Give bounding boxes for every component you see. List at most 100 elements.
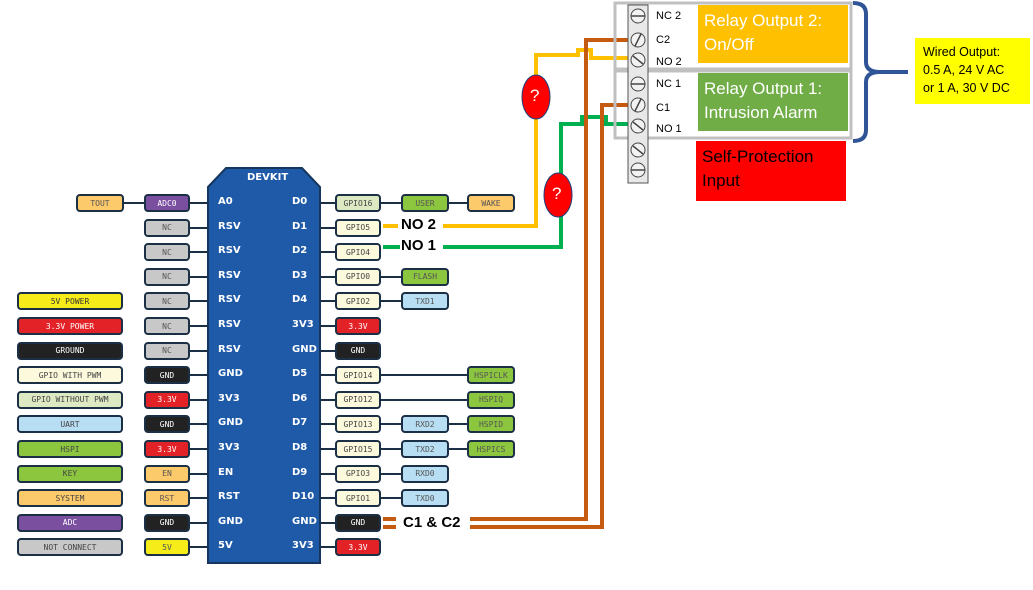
- connector: [320, 497, 335, 500]
- pin-gpio-right: GPIO13: [335, 415, 381, 434]
- connector: [381, 275, 401, 278]
- pin-function-left: RST: [144, 489, 190, 508]
- pin-gpio-right: 3.3V: [335, 538, 381, 557]
- board-pin-right: 3V3: [292, 319, 314, 330]
- board-pin-left: 3V3: [218, 442, 240, 453]
- board-pin-right: D8: [292, 442, 308, 453]
- relay-output-1-line2: Intrusion Alarm: [704, 103, 818, 122]
- relay-output-2-line2: On/Off: [704, 35, 754, 54]
- pin-function-right: TXD1: [401, 292, 449, 311]
- board-title: DEVKIT: [247, 172, 289, 183]
- pin-function-right: HSPICS: [467, 440, 515, 458]
- connector: [320, 546, 335, 549]
- connector: [381, 423, 401, 426]
- board-pin-left: 5V: [218, 540, 233, 552]
- connector: [320, 325, 335, 327]
- wire-common-c2: [470, 38, 637, 521]
- pin-gpio-right: GPIO4: [335, 243, 381, 262]
- wire-label-no2: NO 2: [401, 216, 437, 233]
- self-protection-line2: Input: [702, 171, 740, 190]
- relay-output-1-line1: Relay Output 1:: [704, 79, 823, 98]
- pin-gpio-right: GPIO5: [335, 218, 381, 237]
- pin-gpio-right: 3.3V: [335, 317, 381, 335]
- terminal-strip: [627, 4, 649, 184]
- connector: [320, 275, 335, 278]
- pin-function-right: HSPICLK: [467, 366, 515, 385]
- connector: [320, 398, 335, 401]
- pin-function-left: EN: [144, 464, 190, 483]
- connector: [320, 374, 335, 377]
- relay-output-1: Relay Output 1: Intrusion Alarm: [698, 73, 848, 131]
- relay-frame-bottom: [613, 69, 853, 140]
- connector: [320, 423, 335, 426]
- connector: [190, 226, 208, 229]
- connector: [190, 325, 208, 327]
- connector: [320, 202, 335, 204]
- connector: [381, 300, 401, 303]
- legend-item: SYSTEM: [17, 489, 123, 508]
- pin-function-left: 3.3V: [144, 390, 190, 409]
- pin-function-right: HSPID: [467, 415, 515, 434]
- wire-label-no1: NO 1: [401, 237, 437, 254]
- legend-item: GPIO WITHOUT PWM: [17, 390, 123, 409]
- board-pin-left: 3V3: [218, 392, 240, 404]
- legend-item: NOT CONNECT: [17, 538, 123, 557]
- connector: [190, 275, 208, 278]
- relay-output-2-line1: Relay Output 2:: [704, 11, 823, 30]
- pin-function-left: NC: [144, 267, 190, 286]
- pin-gpio-right: GND: [335, 341, 381, 360]
- legend-item: GPIO WITH PWM: [17, 366, 123, 385]
- connector: [447, 202, 467, 204]
- relay-frame-top: [613, 1, 853, 71]
- pin-function-left: GND: [144, 513, 190, 532]
- board-pin-right: D4: [292, 294, 308, 306]
- screw-slot: [634, 98, 642, 112]
- connector: [190, 251, 208, 254]
- connector: [320, 472, 335, 475]
- wire-common-c1: [470, 103, 637, 529]
- pin-function-left: NC: [144, 317, 190, 335]
- board-pin-left: RST: [218, 491, 240, 503]
- connector: [190, 423, 208, 426]
- terminal-c2: C2: [656, 34, 671, 46]
- board-pin-left: RSV: [218, 269, 241, 281]
- board-pin-left: RSV: [218, 245, 241, 257]
- connector: [124, 202, 144, 204]
- connector: [190, 521, 208, 524]
- wired-output-line1: Wired Output:: [923, 45, 1001, 59]
- connector: [190, 472, 208, 475]
- connector: [447, 448, 467, 450]
- board-pin-right: D0: [292, 196, 308, 207]
- terminal-c1: C1: [656, 102, 671, 114]
- wired-output-brace: [852, 1, 906, 143]
- screw-slot: [632, 55, 644, 65]
- pin-function-left: 5V: [144, 538, 190, 557]
- board-pin-left: A0: [218, 196, 233, 207]
- devkit-board: [207, 167, 321, 564]
- connector: [381, 398, 467, 401]
- question-mark-no2: ?: [530, 86, 540, 105]
- tout-label: TOUT: [76, 194, 124, 212]
- pin-function-left: 3.3V: [144, 440, 190, 458]
- pin-function-left: NC: [144, 341, 190, 360]
- board-pin-left: RSV: [218, 319, 241, 330]
- pin-gpio-right: GPIO12: [335, 390, 381, 409]
- connector: [190, 398, 208, 401]
- board-pin-left: GND: [218, 368, 243, 380]
- terminal-no2: NO 2: [656, 56, 682, 68]
- connector: [190, 349, 208, 352]
- pin-function-left: GND: [144, 415, 190, 434]
- board-pin-left: RSV: [218, 220, 241, 232]
- terminal-nc2: NC 2: [656, 10, 682, 22]
- pin-gpio-right: GND: [335, 513, 381, 532]
- board-pin-right: D5: [292, 368, 308, 380]
- relay-output-2: Relay Output 2: On/Off: [698, 5, 848, 63]
- pin-function-right: RXD0: [401, 464, 449, 483]
- pin-gpio-right: GPIO1: [335, 489, 381, 508]
- wired-output-line2: 0.5 A, 24 V AC: [923, 63, 1005, 77]
- connector: [381, 448, 401, 450]
- pin-gpio-right: GPIO16: [335, 194, 381, 212]
- board-pin-left: EN: [218, 466, 234, 478]
- legend-item: ADC: [17, 513, 123, 532]
